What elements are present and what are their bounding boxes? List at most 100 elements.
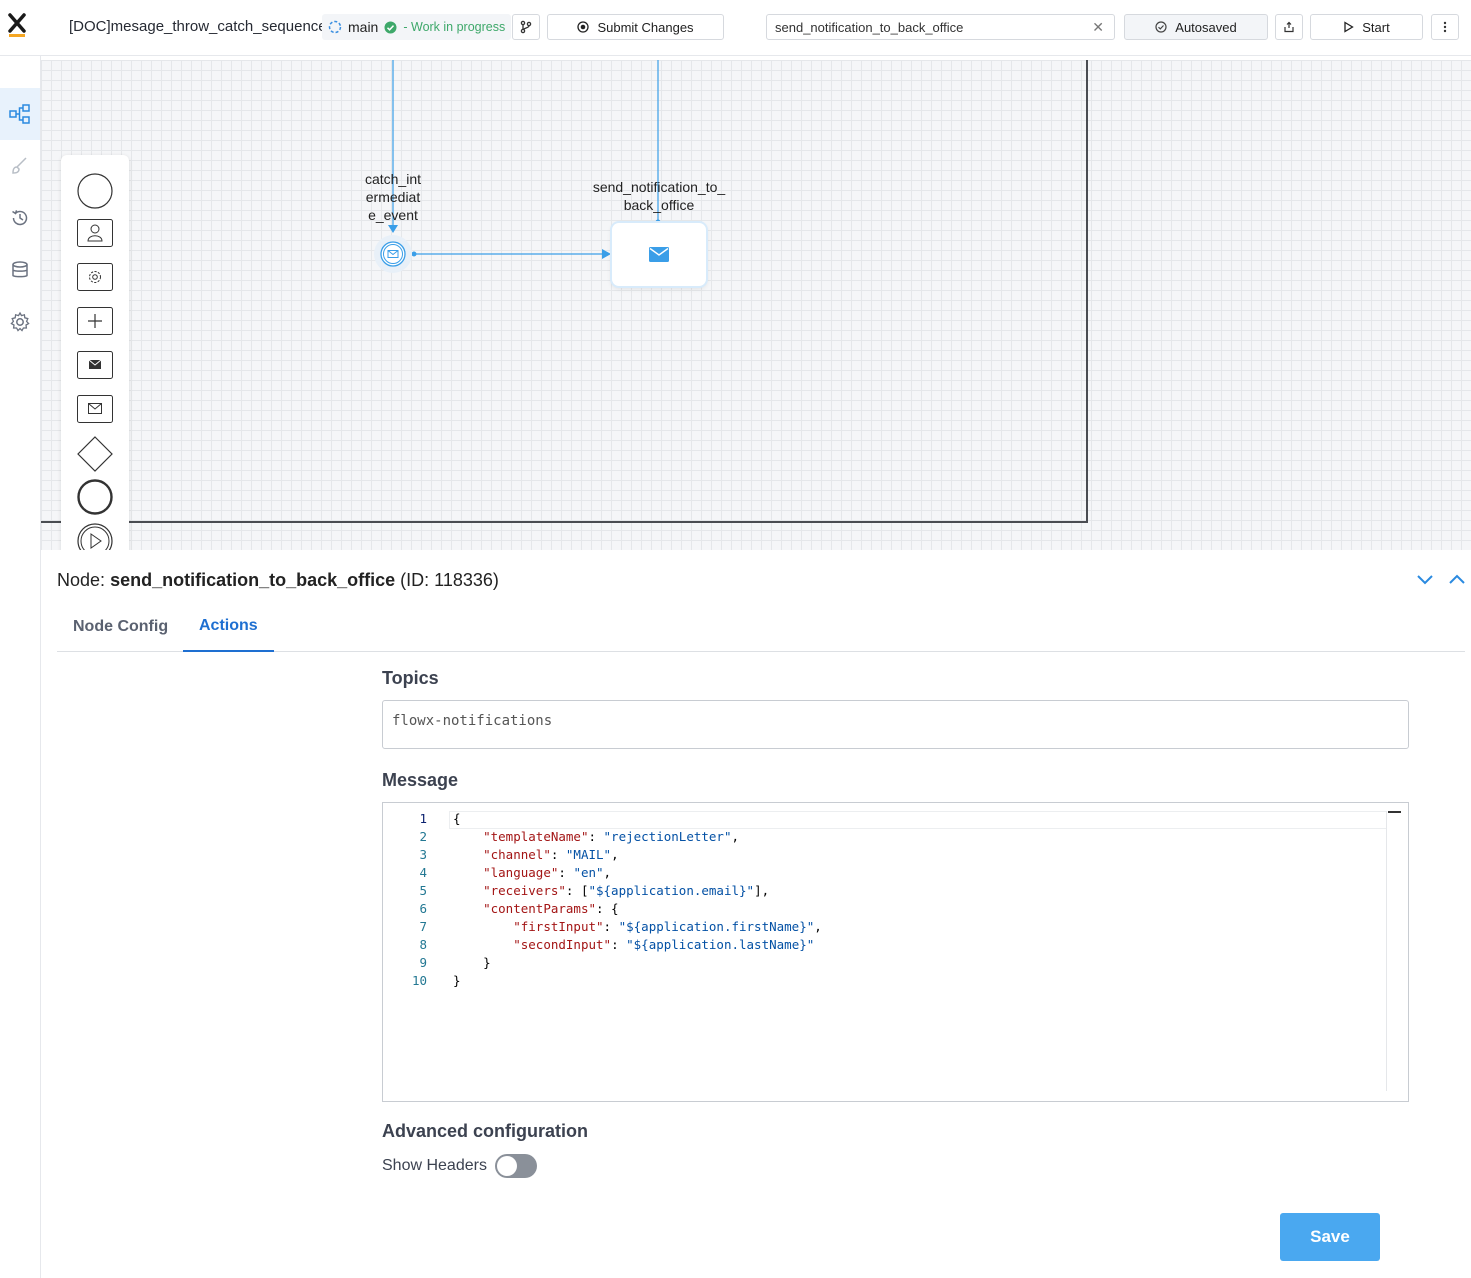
settings-icon: [10, 311, 30, 332]
history-icon: [12, 210, 28, 226]
code-text: }: [453, 955, 491, 970]
show-headers-toggle[interactable]: [495, 1154, 537, 1178]
palette-start-subprocess[interactable]: [77, 523, 113, 550]
start-label: Start: [1362, 19, 1390, 35]
tab-node-config[interactable]: Node Config: [73, 618, 169, 635]
process-diagram-icon: [9, 104, 30, 124]
more-options-button[interactable]: [1431, 14, 1459, 40]
process-canvas[interactable]: catch_int ermediat e_event send_notifica…: [41, 60, 1471, 550]
code-text: "firstInput": "${application.firstName}"…: [513, 919, 822, 934]
git-branch-icon: [520, 20, 532, 34]
process-title: [DOC]mesage_throw_catch_sequence: [69, 18, 327, 35]
rail-item-process[interactable]: [0, 88, 40, 140]
gateway-icon: [77, 436, 113, 472]
code-text: "channel": "MAIL",: [483, 847, 619, 862]
code-line: 10}: [383, 973, 1383, 991]
panel-tabs: Node Config Actions: [57, 602, 1465, 652]
code-line: 3 "channel": "MAIL",: [383, 847, 1383, 865]
element-palette: [61, 155, 129, 550]
catch-event-label: catch_int ermediat e_event: [364, 171, 422, 223]
code-text: "language": "en",: [483, 865, 612, 880]
start-subprocess-icon: [77, 523, 113, 550]
code-line: 1{: [383, 811, 1383, 829]
line-number: 8: [419, 937, 427, 952]
line-number: 4: [419, 865, 427, 880]
branch-status-icon: [328, 20, 342, 34]
top-bar: [DOC]mesage_throw_catch_sequence main - …: [0, 0, 1471, 56]
flowx-logo-icon[interactable]: [8, 12, 28, 40]
autosaved-label: Autosaved: [1175, 19, 1237, 35]
export-icon: [1284, 21, 1294, 33]
editor-scrollbar[interactable]: [1386, 811, 1387, 1091]
brush-icon: [12, 157, 27, 174]
code-line: 6 "contentParams": {: [383, 901, 1383, 919]
chevron-down-icon[interactable]: [1415, 570, 1435, 590]
line-number: 9: [419, 955, 427, 970]
database-icon: [12, 261, 28, 278]
code-text: "receivers": ["${application.email}"],: [483, 883, 770, 898]
advanced-config-label: Advanced configuration: [382, 1121, 589, 1141]
code-line: 2 "templateName": "rejectionLetter",: [383, 829, 1383, 847]
envelope-icon: [649, 247, 669, 262]
start-event-icon: [77, 173, 113, 209]
user-task-icon: [77, 219, 113, 247]
chevron-up-icon[interactable]: [1447, 570, 1467, 590]
branch-selector[interactable]: main - Work in progress: [322, 14, 512, 40]
code-text: "secondInput": "${application.lastName}": [513, 937, 815, 952]
palette-gateway[interactable]: [77, 436, 113, 472]
submit-changes-label: Submit Changes: [597, 19, 694, 35]
branches-button[interactable]: [512, 14, 540, 40]
line-number: 1: [419, 811, 427, 826]
line-number: 10: [411, 973, 427, 988]
check-circle-icon: [384, 21, 397, 33]
search-value: send_notification_to_back_office: [775, 20, 964, 35]
rail-item-settings[interactable]: [0, 296, 40, 348]
kebab-menu-icon: [1443, 21, 1447, 33]
topics-label: Topics: [382, 668, 439, 688]
service-task-icon: [77, 263, 113, 291]
left-rail: [0, 56, 41, 1278]
code-line: 7 "firstInput": "${application.firstName…: [383, 919, 1383, 937]
palette-service-task[interactable]: [77, 263, 113, 291]
node-title: Node: send_notification_to_back_office (…: [57, 570, 499, 591]
show-headers-label: Show Headers: [382, 1157, 487, 1174]
node-id: (ID: 118336): [400, 570, 499, 590]
start-button[interactable]: Start: [1310, 14, 1423, 40]
message-code-editor[interactable]: 1{2 "templateName": "rejectionLetter",3 …: [382, 802, 1409, 1102]
node-prefix: Node:: [57, 570, 106, 590]
node-search-input[interactable]: send_notification_to_back_office ✕: [766, 14, 1115, 40]
palette-subprocess[interactable]: [77, 307, 113, 335]
line-number: 5: [419, 883, 427, 898]
subprocess-icon: [77, 307, 113, 335]
submit-changes-button[interactable]: Submit Changes: [547, 14, 724, 40]
save-button[interactable]: Save: [1280, 1213, 1380, 1261]
rail-item-data-model[interactable]: [0, 244, 40, 296]
line-number: 3: [419, 847, 427, 862]
topics-input[interactable]: flowx-notifications: [382, 700, 1409, 749]
line-number: 6: [419, 901, 427, 916]
send-task-label: send_notification_to_ back_office: [592, 179, 726, 213]
record-icon: [577, 21, 590, 33]
message-catch-icon: [77, 395, 113, 423]
catch-intermediate-event[interactable]: [373, 234, 413, 274]
palette-message-throw[interactable]: [77, 351, 113, 379]
node-name: send_notification_to_back_office: [110, 570, 396, 590]
autosaved-status: Autosaved: [1124, 14, 1268, 40]
palette-end-event[interactable]: [77, 479, 113, 515]
code-line: 9 }: [383, 955, 1383, 973]
code-text: "templateName": "rejectionLetter",: [483, 829, 739, 844]
export-button[interactable]: [1275, 14, 1303, 40]
palette-user-task[interactable]: [77, 219, 113, 247]
palette-message-catch[interactable]: [77, 395, 113, 423]
tab-actions[interactable]: Actions: [183, 602, 274, 652]
send-message-task-node[interactable]: [612, 223, 706, 286]
code-text: {: [453, 811, 461, 826]
clear-search-icon[interactable]: ✕: [1092, 19, 1104, 35]
rail-item-design[interactable]: [0, 140, 40, 192]
play-icon: [1344, 21, 1355, 33]
code-line: 8 "secondInput": "${application.lastName…: [383, 937, 1383, 955]
palette-start-event[interactable]: [77, 173, 113, 209]
minimap-indicator: [1388, 811, 1401, 813]
rail-item-history[interactable]: [0, 192, 40, 244]
toggle-knob: [497, 1156, 517, 1176]
